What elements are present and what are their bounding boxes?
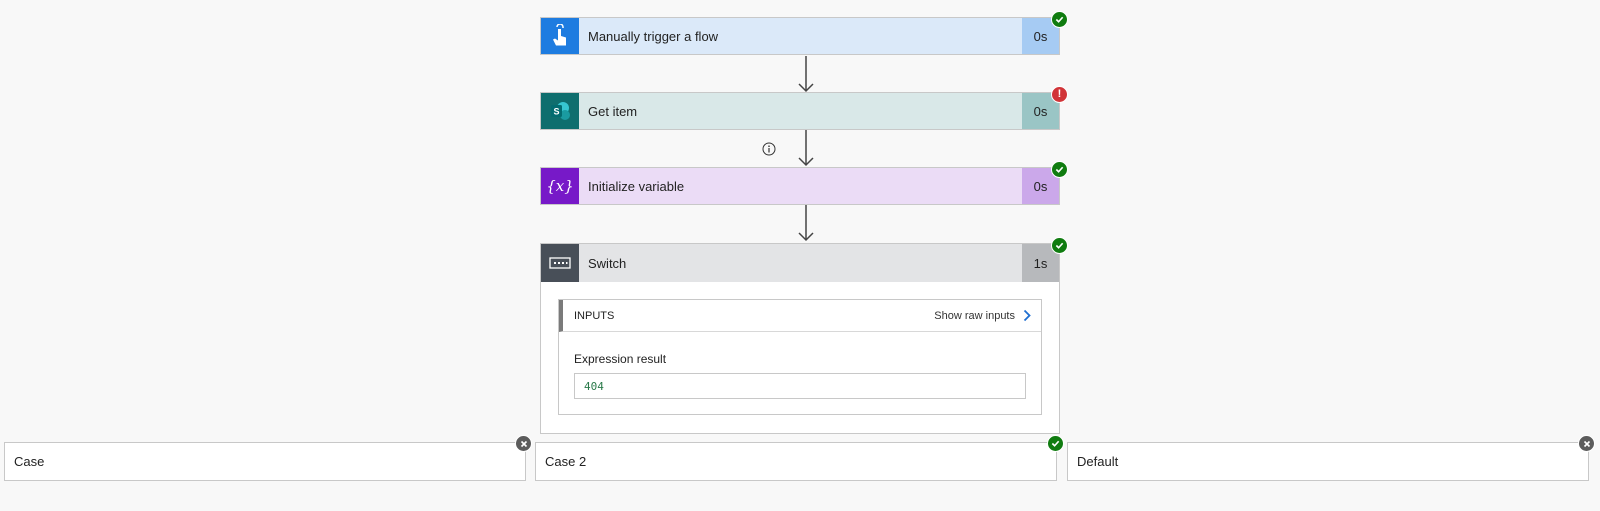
switch-header[interactable]: Switch 1s xyxy=(541,244,1059,282)
info-icon[interactable] xyxy=(762,142,776,156)
case-card-default[interactable]: Default xyxy=(1067,442,1589,481)
connector-arrow xyxy=(798,130,814,167)
show-raw-inputs-label: Show raw inputs xyxy=(934,309,1015,322)
error-icon: ! xyxy=(1051,86,1068,103)
inputs-heading: INPUTS xyxy=(574,309,615,322)
step-initialize-variable[interactable]: {𝑥} Initialize variable 0s xyxy=(540,167,1060,205)
case-label: Case xyxy=(14,454,45,469)
case-card-case[interactable]: Case xyxy=(4,442,526,481)
switch-card: Switch 1s INPUTS Show raw inputs Express… xyxy=(540,243,1060,434)
cancelled-icon xyxy=(515,435,532,452)
connector-arrow xyxy=(798,56,814,93)
success-check-icon xyxy=(1047,435,1064,452)
expression-result-field[interactable]: 404 xyxy=(574,373,1026,399)
chevron-right-icon xyxy=(1023,309,1031,322)
svg-text:S: S xyxy=(553,107,559,117)
step-duration: 0s xyxy=(1022,168,1059,204)
success-check-icon xyxy=(1051,161,1068,178)
step-title: Initialize variable xyxy=(588,178,685,194)
case-label: Case 2 xyxy=(545,454,587,469)
inputs-header: INPUTS Show raw inputs xyxy=(559,300,1041,332)
connector-arrow xyxy=(798,205,814,242)
step-title: Get item xyxy=(588,103,638,119)
inputs-panel: INPUTS Show raw inputs Expression result… xyxy=(558,299,1042,415)
step-title: Manually trigger a flow xyxy=(588,28,719,44)
case-label: Default xyxy=(1077,454,1119,469)
switch-duration: 1s xyxy=(1022,244,1059,282)
expression-result-label: Expression result xyxy=(574,352,667,366)
case-card-case-2[interactable]: Case 2 xyxy=(535,442,1057,481)
variable-icon: {𝑥} xyxy=(541,168,579,204)
show-raw-inputs-link[interactable]: Show raw inputs xyxy=(934,309,1031,322)
switch-icon xyxy=(541,244,579,282)
cancelled-icon xyxy=(1578,435,1595,452)
touch-hand-icon xyxy=(541,18,579,54)
success-check-icon xyxy=(1051,11,1068,28)
step-manual-trigger[interactable]: Manually trigger a flow 0s xyxy=(540,17,1060,55)
step-get-item[interactable]: S Get item 0s xyxy=(540,92,1060,130)
success-check-icon xyxy=(1051,237,1068,254)
switch-title: Switch xyxy=(588,255,627,271)
sharepoint-icon: S xyxy=(541,93,579,129)
